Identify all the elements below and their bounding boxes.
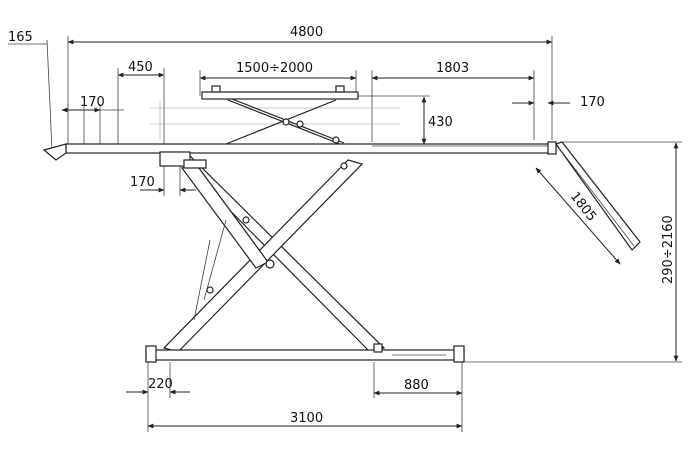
base-frame: [145, 343, 465, 363]
dim-platform-height: 430: [340, 95, 453, 145]
dim-right-end: 170: [512, 95, 605, 110]
dim-platform-range: 1500÷2000: [199, 61, 357, 96]
dim-lift-height: 290÷2160: [464, 141, 682, 363]
label-lift-height: 290÷2160: [661, 215, 676, 284]
label-platform-range: 1500÷2000: [236, 61, 313, 76]
aux-platform: [150, 85, 400, 145]
label-lower-offset: 170: [130, 175, 155, 190]
dim-base-right: 880: [373, 362, 463, 398]
label-base-foot: 220: [148, 377, 173, 392]
dim-left-overhang: 165: [8, 30, 53, 151]
dim-base-foot: 220: [126, 362, 190, 398]
dim-aux-length: 450: [117, 60, 165, 160]
label-aux-length: 450: [128, 60, 153, 75]
label-base-right: 880: [404, 378, 429, 393]
label-left-overhang: 165: [8, 30, 33, 45]
main-runway: [42, 141, 557, 161]
label-right-section: 1803: [436, 61, 469, 76]
label-base-length: 3100: [290, 411, 323, 426]
dim-overall-length: 4800: [67, 25, 553, 150]
main-scissor: [159, 100, 386, 353]
label-right-end: 170: [580, 95, 605, 110]
label-platform-height: 430: [428, 115, 453, 130]
label-overall-length: 4800: [290, 25, 323, 40]
dim-base-length: 3100: [147, 398, 463, 432]
label-left-end: 170: [80, 95, 105, 110]
dim-right-section: 1803: [371, 61, 535, 142]
dim-left-end: 170: [61, 95, 124, 148]
